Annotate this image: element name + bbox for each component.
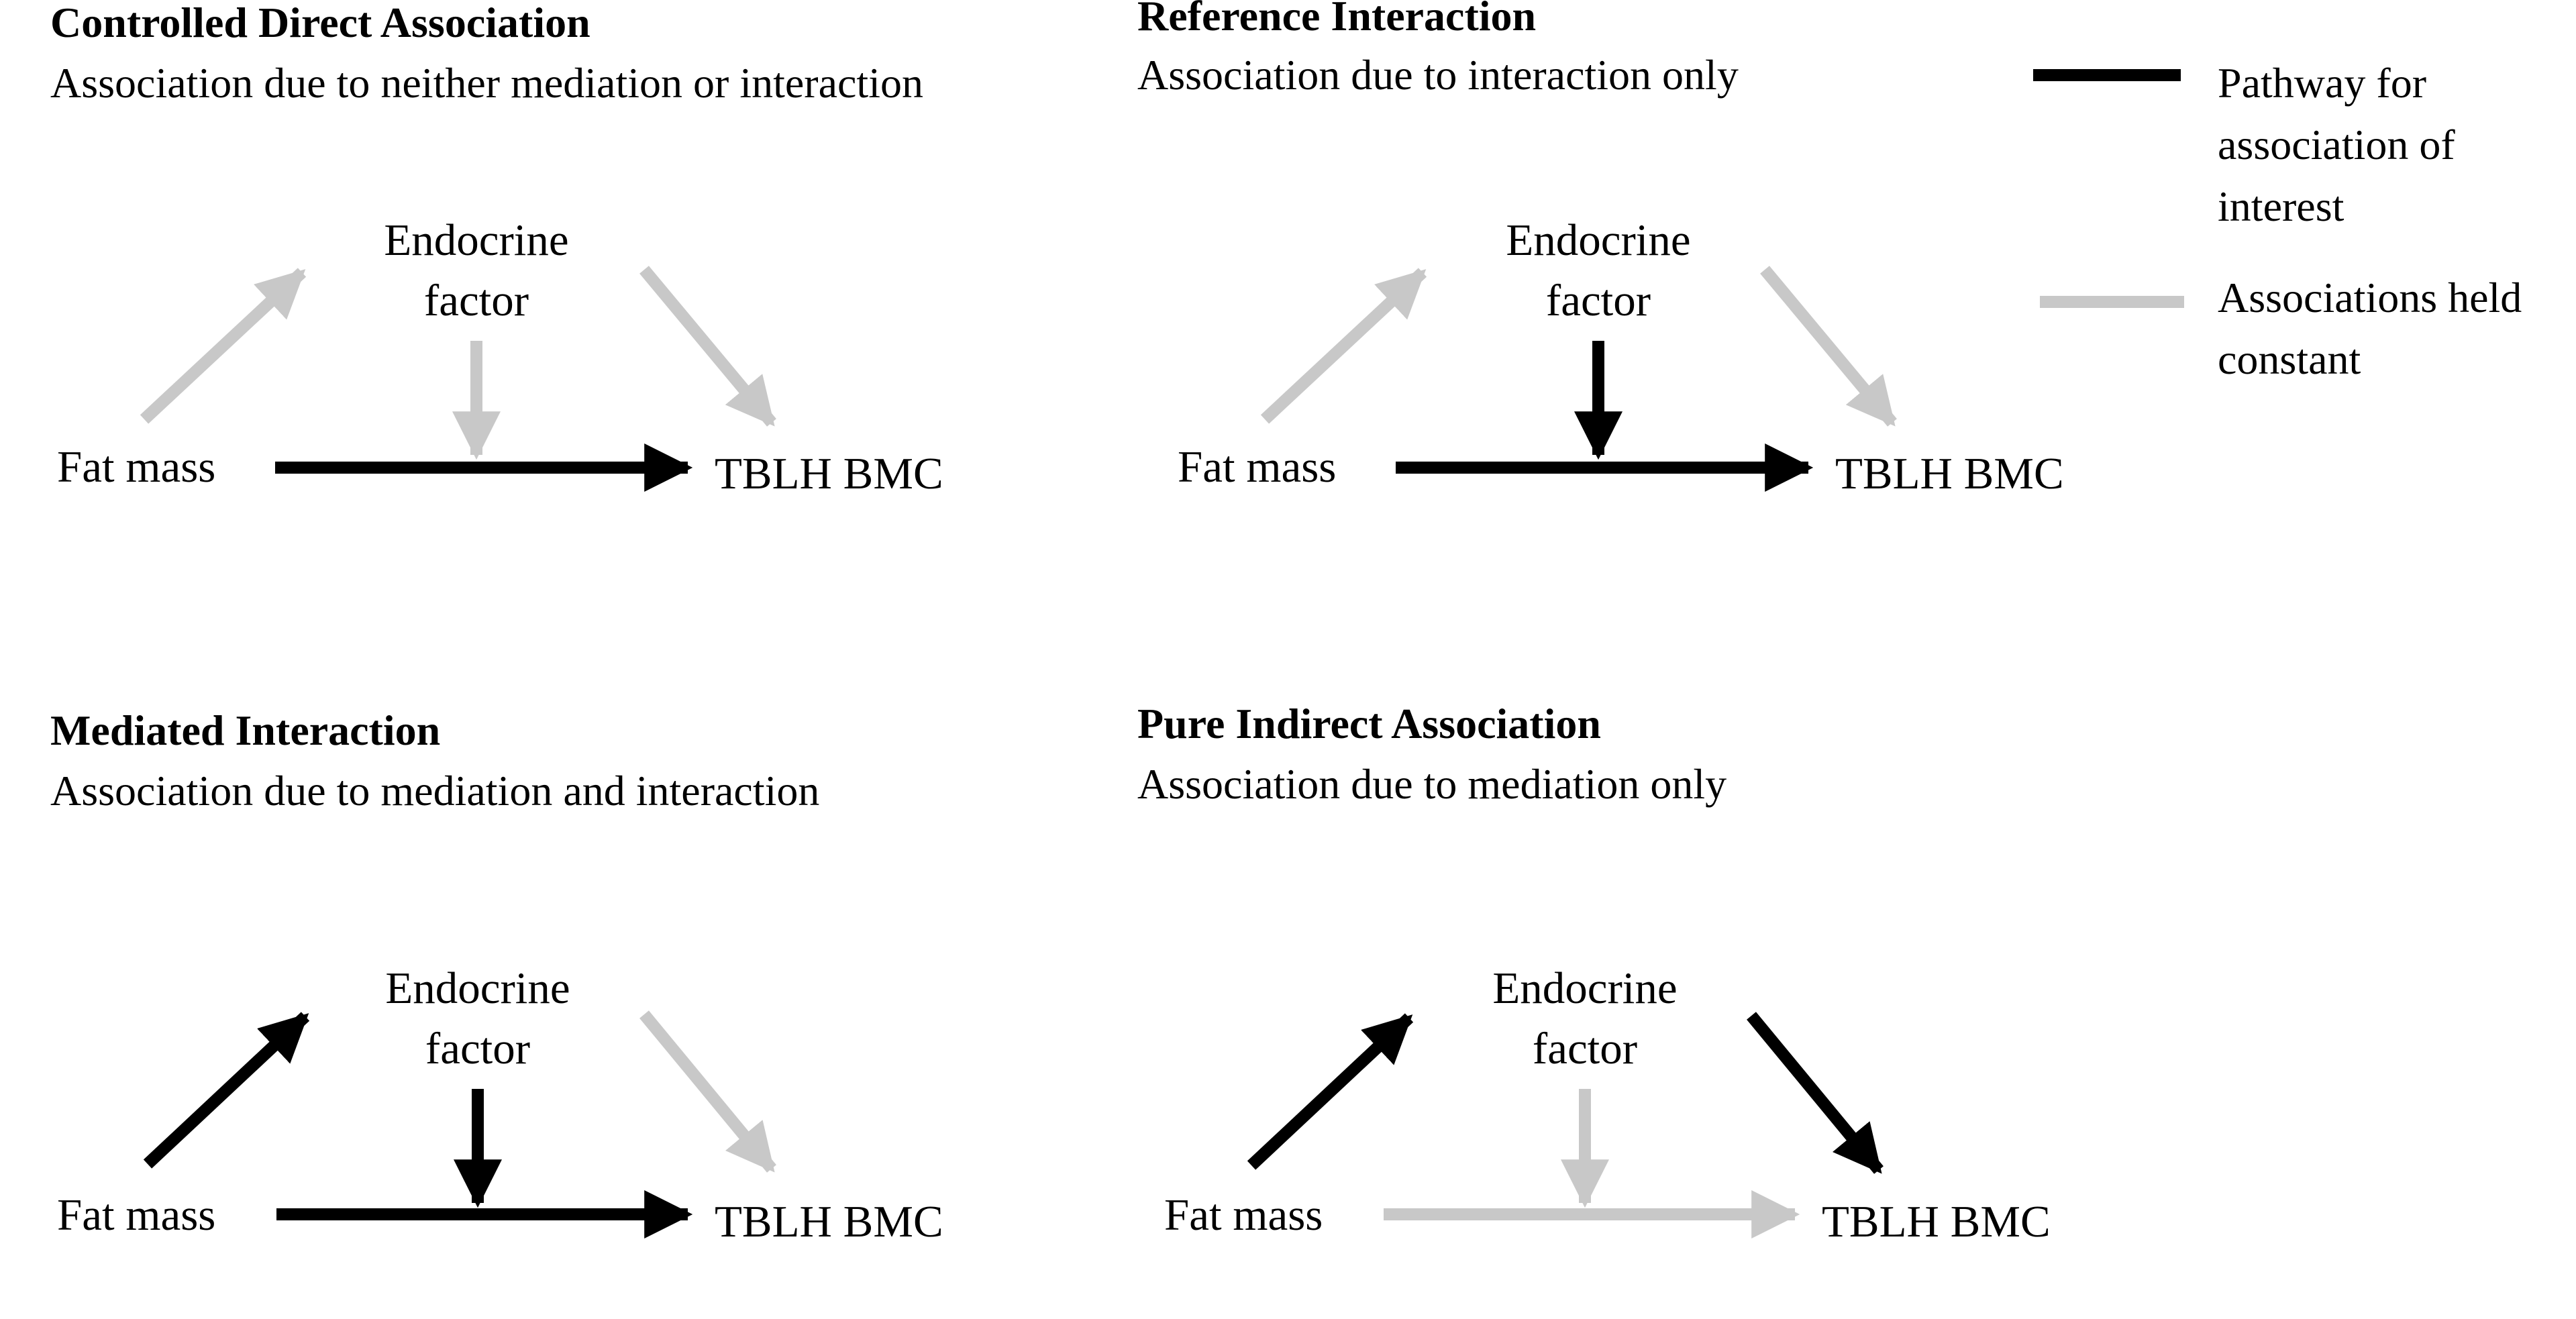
exposure-label: Fat mass	[57, 442, 215, 492]
panel-subtitle: Association due to mediation only	[1137, 760, 1727, 808]
legend-highlight-line1: Pathway for	[2218, 59, 2426, 107]
mediator-label-line1: Endocrine	[1506, 215, 1690, 265]
outcome-label: TBLH BMC	[1822, 1197, 2051, 1247]
mediator-label-line2: factor	[1533, 1024, 1637, 1073]
panel-title: Mediated Interaction	[50, 706, 440, 754]
outcome-label: TBLH BMC	[715, 449, 943, 498]
exposure-label: Fat mass	[1178, 442, 1336, 492]
legend-muted-line2: constant	[2218, 335, 2361, 383]
edge-mediator-to-outcome	[1747, 1012, 1884, 1174]
mediator-label-line1: Endocrine	[385, 963, 570, 1013]
mediator-label-line1: Endocrine	[384, 215, 568, 265]
legend: Pathway for association of interest Asso…	[2033, 59, 2522, 383]
edge-exposure-to-mediator	[1247, 1013, 1414, 1170]
edge-exposure-to-mediator	[1260, 268, 1427, 424]
edge-exposure-to-mediator	[140, 268, 307, 424]
outcome-label: TBLH BMC	[1835, 449, 2064, 498]
panel-controlled-direct: Controlled Direct Association Associatio…	[50, 0, 943, 498]
panel-subtitle: Association due to mediation and interac…	[50, 767, 819, 814]
panel-title: Pure Indirect Association	[1137, 700, 1601, 747]
legend-muted-line1: Associations held	[2218, 274, 2522, 321]
panel-mediated-interaction: Mediated Interaction Association due to …	[50, 706, 943, 1247]
panel-title: Reference Interaction	[1137, 0, 1536, 40]
edge-exposure-to-mediator	[143, 1012, 310, 1169]
mediator-label-line2: factor	[425, 1024, 530, 1073]
mediator-label-line2: factor	[1546, 276, 1651, 325]
edge-mediator-to-outcome	[639, 266, 776, 427]
panel-reference-interaction: Reference Interaction Association due to…	[1137, 0, 2064, 498]
edge-mediator-to-outcome	[1760, 266, 1897, 427]
exposure-label: Fat mass	[57, 1190, 215, 1240]
panel-subtitle: Association due to interaction only	[1137, 51, 1739, 99]
edge-mediator-to-outcome	[639, 1010, 776, 1173]
panel-subtitle: Association due to neither mediation or …	[50, 59, 923, 107]
panel-pure-indirect: Pure Indirect Association Association du…	[1137, 700, 2051, 1247]
mediator-label-line2: factor	[424, 276, 529, 325]
mediator-label-line1: Endocrine	[1492, 963, 1677, 1013]
outcome-label: TBLH BMC	[715, 1197, 943, 1247]
legend-highlight-line2: association of	[2218, 121, 2455, 168]
legend-highlight-line3: interest	[2218, 182, 2345, 230]
panel-title: Controlled Direct Association	[50, 0, 590, 46]
exposure-label: Fat mass	[1164, 1190, 1323, 1240]
